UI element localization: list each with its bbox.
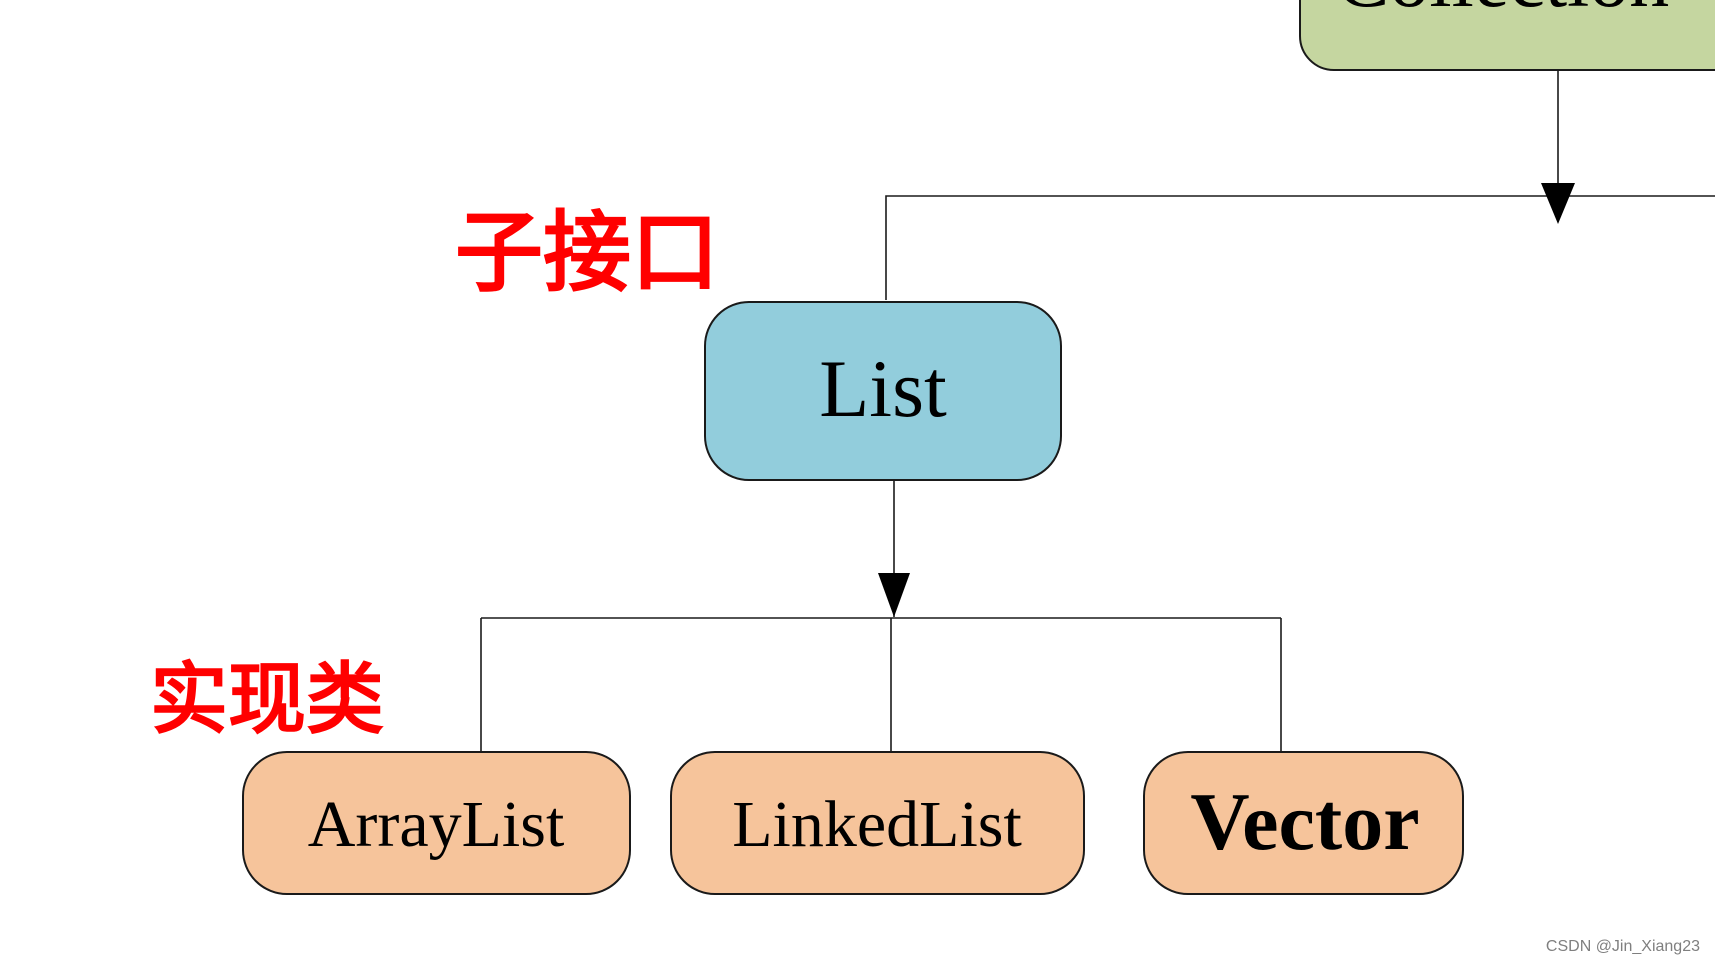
list-to-implementations-connector [480,480,1282,752]
arraylist-node-label: ArrayList [308,788,565,861]
list-arrowhead [878,573,910,617]
list-node-label: List [819,343,947,434]
collection-node-label: Collection [1336,0,1669,24]
sub-interface-annotation: 子接口 [455,201,719,304]
csdn-watermark: CSDN @Jin_Xiang23 [1546,938,1700,955]
vector-node-label: Vector [1190,776,1419,867]
arraylist-node: ArrayList [242,751,631,895]
collection-to-list-connector [885,70,1715,300]
root-arrowhead [1541,183,1575,224]
linkedlist-node-label: LinkedList [732,788,1022,861]
linkedlist-node: LinkedList [670,751,1085,895]
root-branch-line [885,195,1715,300]
list-node: List [704,301,1062,481]
implementation-class-annotation: 实现类 [150,655,384,745]
collection-node: Collection [1299,0,1715,71]
vector-node: Vector [1143,751,1464,895]
